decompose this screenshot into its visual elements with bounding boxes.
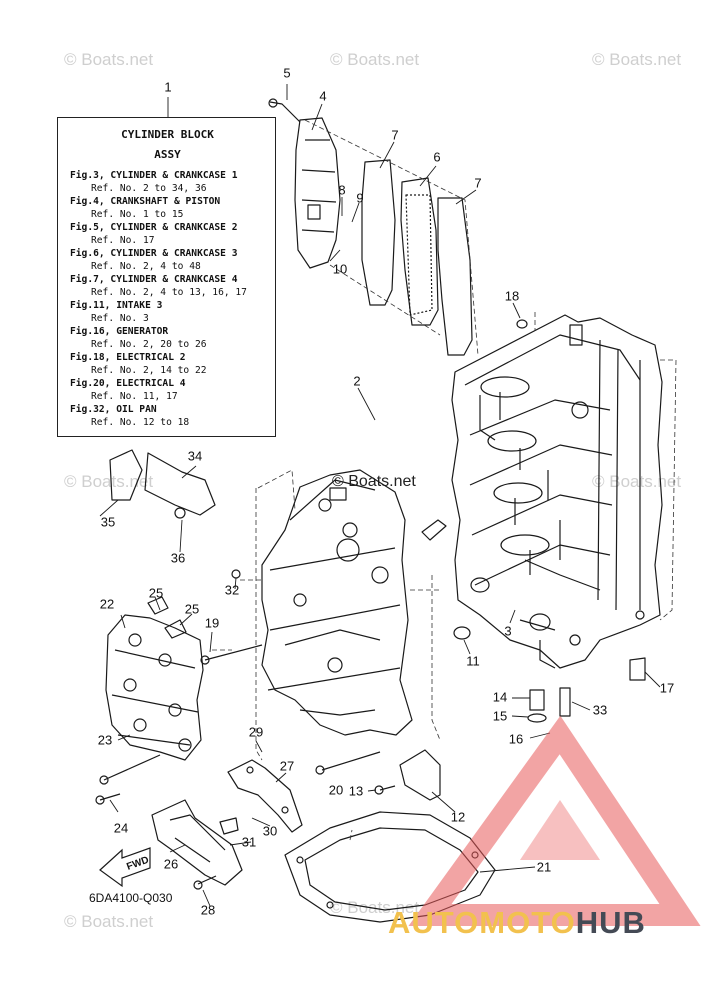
legend-ref: Ref. No. 2, 14 to 22 [91,365,207,376]
cylinder-block [451,314,663,669]
brand-wordmark: AUTOMOTOHUB [388,905,646,941]
callout-14: 14 [492,689,508,705]
callout-16: 16 [508,731,524,747]
fwd-arrow [99,847,151,888]
watermark: © Boats.net [330,898,420,917]
callout-13: 13 [348,783,364,799]
callout-18: 18 [504,288,520,304]
callout-24: 24 [113,820,129,836]
watermark: © Boats.net [592,50,682,69]
callout-22: 22 [99,596,115,612]
head-cover [151,799,243,886]
watermark: © Boats.net [64,912,154,931]
legend-fig: Fig.20, ELECTRICAL 4 [70,378,186,389]
callout-34: 34 [187,448,203,464]
callout-10: 10 [332,261,348,277]
legend-fig: Fig.32, OIL PAN [70,404,157,415]
callout-6: 6 [433,149,441,165]
callout-30: 30 [262,823,278,839]
legend-ref: Ref. No. 11, 17 [91,391,178,402]
callout-19: 19 [204,615,220,631]
cylinder-head [105,614,204,761]
callout-26: 26 [163,856,179,872]
bracket-34 [144,452,216,516]
callout-21: 21 [536,859,552,875]
callout-31: 31 [241,834,257,850]
gasket-7a [361,159,396,306]
callout-3: 3 [504,623,512,639]
callout-7: 7 [391,127,399,143]
callout-25: 25 [148,585,164,601]
watermark: © Boats.net [64,50,154,69]
callout-12: 12 [450,809,466,825]
legend-subtitle: ASSY [154,148,181,161]
brand-logo-icon [408,715,701,926]
callout-25: 25 [184,601,200,617]
assy-legend: CYLINDER BLOCK ASSY Fig.3, CYLINDER & CR… [57,117,276,437]
legend-fig: Fig.3, CYLINDER & CRANKCASE 1 [70,170,238,181]
brand-part2: HUB [575,905,646,940]
legend-fig: Fig.4, CRANKSHAFT & PISTON [70,196,221,207]
callout-23: 23 [97,732,113,748]
callout-20: 20 [328,782,344,798]
callout-9: 9 [356,190,364,206]
legend-fig: Fig.5, CYLINDER & CRANKCASE 2 [70,222,238,233]
legend-ref: Ref. No. 3 [91,313,149,324]
cover-plate [294,117,341,269]
callout-17: 17 [659,680,675,696]
crankcase [261,469,413,736]
callout-36: 36 [170,550,186,566]
legend-ref: Ref. No. 2 to 34, 36 [91,183,207,194]
callout-33: 33 [592,702,608,718]
callout-2: 2 [353,373,361,389]
callout-11: 11 [466,653,480,669]
legend-fig: Fig.11, INTAKE 3 [70,300,163,311]
head-gasket [227,759,303,833]
watermark: © Boats.net [330,50,420,69]
callout-35: 35 [100,514,116,530]
callout-1: 1 [164,79,172,95]
diagram-part-code: 6DA4100-Q030 [89,891,173,905]
gasket-7b [437,197,473,356]
legend-ref: Ref. No. 17 [91,235,155,246]
callout-8: 8 [338,182,346,198]
callout-4: 4 [319,88,327,104]
callout-15: 15 [492,708,508,724]
callout-32: 32 [224,582,240,598]
legend-fig: Fig.7, CYLINDER & CRANKCASE 4 [70,274,238,285]
legend-title: CYLINDER BLOCK [121,128,214,141]
callout-27: 27 [279,758,295,774]
legend-fig: Fig.6, CYLINDER & CRANKCASE 3 [70,248,238,259]
watermark: © Boats.net [64,472,154,491]
brand-part1: AUTOMOTO [388,905,576,940]
legend-fig: Fig.18, ELECTRICAL 2 [70,352,186,363]
legend-ref: Ref. No. 1 to 15 [91,209,184,220]
callout-29: 29 [248,724,264,740]
callout-28: 28 [200,902,216,918]
plate-6 [400,177,439,326]
legend-ref: Ref. No. 12 to 18 [91,417,190,428]
legend-ref: Ref. No. 2, 20 to 26 [91,339,207,350]
legend-ref: Ref. No. 2, 4 to 48 [91,261,201,272]
oil-pan-gasket [284,811,496,923]
legend-ref: Ref. No. 2, 4 to 13, 16, 17 [91,287,247,298]
callout-7: 7 [474,175,482,191]
watermark-center: © Boats.net [332,473,416,490]
callout-5: 5 [283,65,291,81]
watermark: © Boats.net [592,472,682,491]
legend-fig: Fig.16, GENERATOR [70,326,169,337]
